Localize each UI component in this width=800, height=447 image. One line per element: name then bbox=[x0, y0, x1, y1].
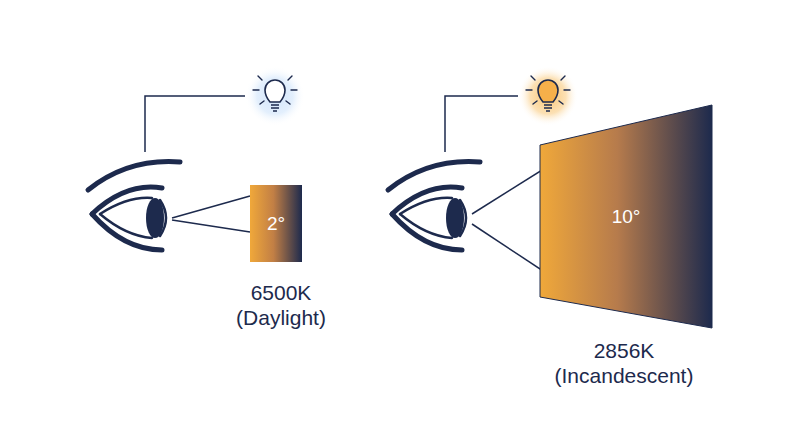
field-trapezoid: 10° bbox=[540, 105, 712, 328]
angle-label: 2° bbox=[267, 213, 285, 235]
bulb-leader bbox=[445, 96, 518, 152]
eye-left bbox=[88, 162, 180, 250]
field-square: 2° bbox=[250, 185, 302, 262]
light-bulb bbox=[518, 66, 578, 126]
bulb-icons bbox=[245, 66, 578, 126]
illuminant-label: 2856K (Incandescent) bbox=[539, 338, 709, 388]
eye-right bbox=[388, 162, 480, 250]
illuminant-label: 6500K (Daylight) bbox=[221, 280, 341, 330]
light-bulb bbox=[245, 66, 305, 126]
bulb-leader bbox=[145, 96, 245, 152]
angle-label: 10° bbox=[612, 206, 641, 228]
sight-lines bbox=[172, 140, 590, 302]
